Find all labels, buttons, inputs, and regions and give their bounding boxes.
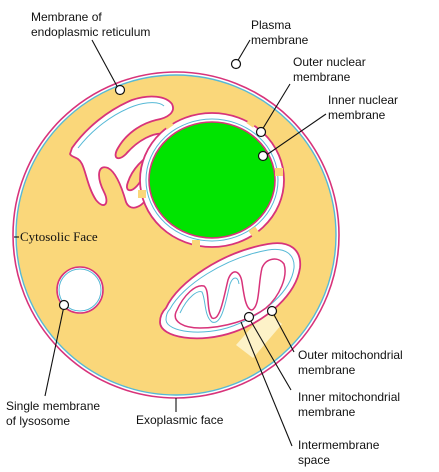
marker-er [114, 84, 126, 96]
er-inner-edge [77, 102, 165, 149]
nuclear-pore [162, 118, 174, 130]
leader-outer-nuclear [261, 83, 291, 131]
leader-inner-mito [248, 317, 292, 391]
marker-lysosome [58, 299, 70, 311]
markers [58, 58, 278, 323]
labels: Membrane of endoplasmic reticulum Plasma… [6, 10, 403, 467]
label-outer-mito-line2: membrane [298, 363, 356, 377]
label-intermembrane-line2: space [298, 453, 330, 467]
leader-plasma [236, 39, 251, 63]
lysosome [56, 266, 104, 314]
lysosome-inner-edge [58, 268, 102, 312]
marker-inner-mito [243, 311, 255, 323]
leader-outer-mito [271, 310, 295, 353]
leader-intermembrane [240, 321, 293, 447]
mitochondrion [159, 242, 302, 340]
label-plasma-line2: membrane [251, 33, 309, 47]
nuclear-pore [275, 168, 283, 176]
leader-er [91, 39, 119, 89]
mitochondrial-cristae-edge [179, 277, 240, 323]
label-intermembrane-line1: Intermembrane [298, 438, 380, 452]
marker-outer-mito [266, 305, 278, 317]
nuclear-pore [192, 240, 200, 248]
label-inner-nuclear-line2: membrane [328, 108, 386, 122]
label-exoplasmic-face: Exoplasmic face [136, 413, 224, 427]
label-inner-mito-line2: membrane [298, 405, 356, 419]
label-outer-mito-line1: Outer mitochondrial [298, 348, 403, 362]
label-lysosome-line2: of lysosome [6, 414, 70, 428]
nuclear-pore [138, 190, 146, 198]
label-plasma-line1: Plasma [251, 18, 291, 32]
label-er-line2: endoplasmic reticulum [31, 25, 150, 39]
leader-lysosome [44, 305, 65, 397]
marker-inner-nuclear [257, 150, 269, 162]
nucleus [138, 112, 285, 248]
inner-nuclear-membrane [148, 121, 276, 239]
label-inner-nuclear-line1: Inner nuclear [328, 93, 398, 107]
nuclear-pore [248, 226, 260, 238]
marker-outer-nuclear [255, 126, 267, 138]
label-lysosome-line1: Single membrane [6, 399, 100, 413]
label-cytosolic-face: Cytosolic Face [20, 229, 98, 244]
label-outer-nuclear-line1: Outer nuclear [293, 55, 366, 69]
marker-plasma [230, 58, 242, 70]
label-inner-mito-line1: Inner mitochondrial [298, 390, 400, 404]
leader-inner-nuclear [264, 113, 327, 157]
label-er-line1: Membrane of [31, 10, 102, 24]
nuclear-pore [246, 116, 258, 128]
leader-lines [44, 39, 327, 447]
label-outer-nuclear-line2: membrane [293, 70, 351, 84]
